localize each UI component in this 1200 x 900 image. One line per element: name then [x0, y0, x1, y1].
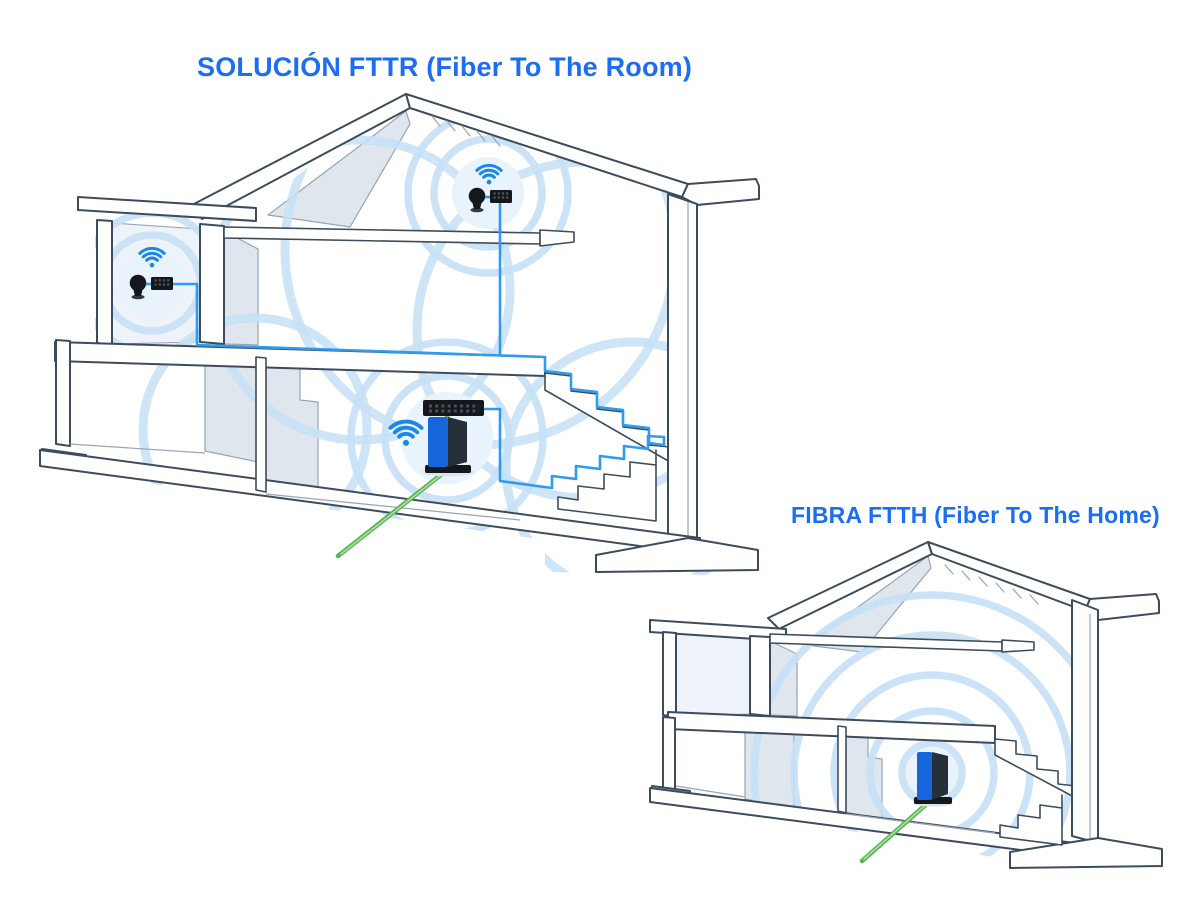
right-wall — [1071, 599, 1099, 844]
fiber-splitter — [423, 400, 484, 416]
wing-left-wall — [96, 219, 113, 346]
floor-line — [69, 443, 206, 454]
fttr-structure — [39, 93, 760, 573]
wing-flat-roof — [77, 196, 257, 222]
floor-line — [265, 493, 521, 521]
ftth-router — [913, 752, 953, 807]
ftth-structure — [649, 541, 1163, 869]
green-fiber-highlight — [340, 470, 447, 555]
floor-line — [845, 813, 996, 834]
left-exterior-wall — [662, 716, 676, 791]
roof-right-eave — [681, 178, 760, 206]
mid-wall-edge — [255, 356, 267, 493]
upper-staircase — [994, 725, 1077, 799]
ftth-fiber-links — [859, 798, 933, 864]
right-ground-plinth — [595, 537, 759, 573]
left-exterior-wall — [55, 339, 71, 447]
right-wall — [667, 193, 698, 545]
upper-room-wall — [675, 633, 751, 717]
lower-staircase — [999, 794, 1063, 846]
wing-left-wall — [662, 631, 677, 718]
ftth-title: FIBRA FTTH (Fiber To The Home) — [791, 502, 1160, 528]
wifi-coverage-ring — [430, 135, 546, 251]
wifi-coverage-ring — [381, 372, 513, 504]
wing-right-wall — [199, 223, 225, 345]
floor-line — [675, 785, 746, 798]
attic-beam-cap — [539, 229, 575, 247]
gable-cut-wall — [223, 230, 259, 346]
attic-ap-glow — [452, 157, 524, 229]
right-ground-plinth — [1009, 837, 1163, 869]
roof-hatching — [944, 564, 1039, 605]
mid-wall-edge — [837, 725, 847, 814]
main-router — [422, 417, 474, 477]
lower-staircase — [557, 449, 657, 522]
fttr-house — [39, 92, 760, 576]
fttr-title: SOLUCIÓN FTTR (Fiber To The Room) — [197, 52, 693, 82]
roof-right-slope — [927, 541, 1091, 612]
roof-hatching — [431, 115, 501, 147]
ftth-devices — [913, 752, 953, 807]
attic-beam-cap — [1001, 639, 1035, 653]
blue-fiber-main-run — [173, 282, 666, 490]
green-fiber-highlight — [863, 801, 930, 860]
fttr-devices — [128, 163, 514, 477]
wing-right-wall — [749, 635, 771, 717]
wifi-coverage-ring — [790, 631, 1074, 868]
roof-right-slope — [405, 93, 689, 198]
second-floor-slab — [667, 711, 996, 744]
ftth-house — [649, 541, 1163, 869]
